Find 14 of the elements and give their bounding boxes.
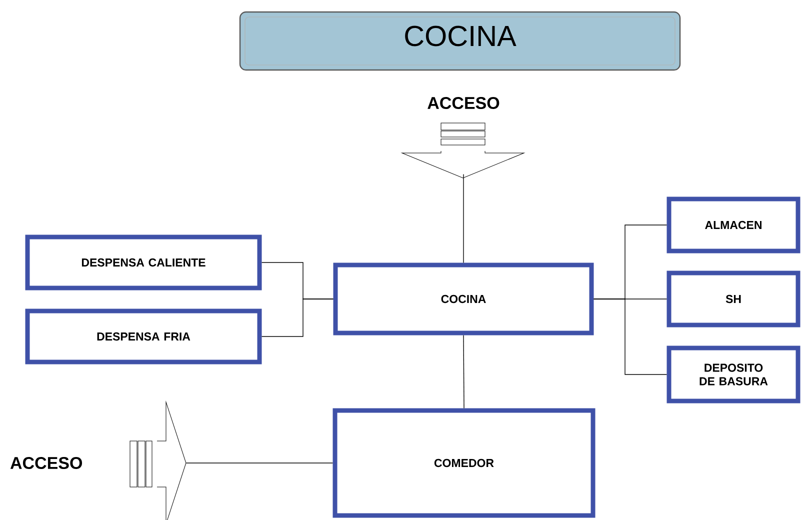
connector-line [463,334,464,409]
access-label: ACCESO [10,456,82,470]
room-box: DEPOSITO DE BASURA [666,346,800,404]
connector-line [186,462,334,464]
connector-line [593,298,668,375]
room-box: COCINA [333,262,594,336]
room-box: SH [666,270,800,328]
access-label: ACCESO [428,96,500,110]
title-banner: COCINA [239,11,681,71]
room-box: ALMACEN [666,196,800,254]
room-box: DESPENSA FRIA [25,308,262,364]
connector-line [261,298,334,337]
room-box: DESPENSA CALIENTE [25,234,262,290]
room-box: COMEDOR [332,408,596,518]
